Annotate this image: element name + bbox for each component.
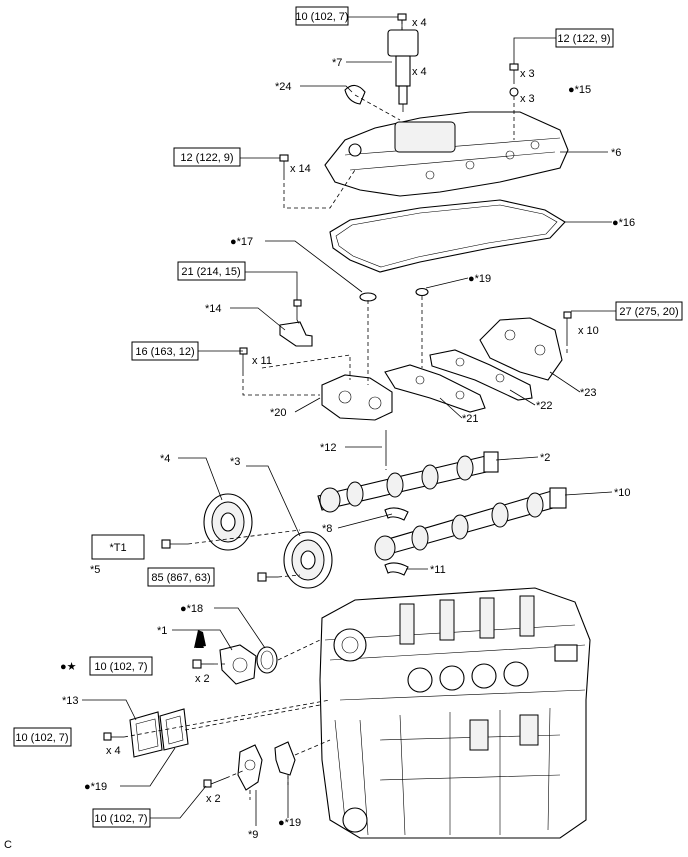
callout-star: ●★ — [60, 661, 77, 673]
callout-8: *8 — [322, 523, 332, 535]
torque-spec-bottom: 10 (102, 7) — [92, 808, 151, 828]
cover-bolt-right — [509, 63, 519, 97]
qty-top: x 4 — [412, 17, 427, 29]
callout-21: *21 — [462, 413, 479, 425]
torque-spec-gear: 85 (867, 63) — [147, 567, 215, 587]
sensor-gasket-19 — [274, 741, 296, 776]
qty-coil: x 4 — [412, 66, 427, 78]
torque-spec-cover-left: 12 (122, 9) — [173, 147, 241, 167]
gear-bolt — [257, 572, 278, 582]
qty-cap-left: x 11 — [252, 355, 272, 367]
callout-4: *4 — [160, 453, 170, 465]
qty-valve-bolt: x 2 — [195, 673, 210, 685]
camshaft-bearing-cap-23 — [479, 317, 563, 381]
leader-lines — [82, 16, 616, 826]
cover-gasket-inner — [335, 204, 558, 268]
callout-18: ●*18 — [180, 603, 203, 615]
cover-plate-13 — [129, 711, 163, 758]
sensor-9 — [237, 744, 263, 791]
callout-17: ●*17 — [230, 236, 253, 248]
callout-15: ●*15 — [568, 84, 591, 96]
camshaft-2 — [317, 451, 499, 513]
cam-timing-gear-4 — [203, 493, 253, 551]
callout-23: *23 — [580, 387, 597, 399]
o-ring-18 — [256, 646, 278, 674]
callout-19-bottom: ●*19 — [278, 817, 301, 829]
camshaft-cap-22 — [429, 349, 533, 401]
torque-spec-cam-cap-left: 16 (163, 12) — [131, 341, 199, 361]
torque-spec-valve: 10 (102, 7) — [89, 656, 153, 676]
svg-text:*T1: *T1 — [109, 542, 126, 554]
svg-text:27 (275, 20): 27 (275, 20) — [619, 306, 678, 318]
callout-19-plate: ●*19 — [84, 781, 107, 793]
gear-bolt-tool — [161, 539, 188, 549]
oil-control-valve — [219, 644, 257, 685]
sensor-bolt — [203, 777, 227, 788]
svg-text:12 (122, 9): 12 (122, 9) — [557, 33, 610, 45]
camshaft-bearing-8 — [384, 507, 409, 521]
wire-bracket — [279, 321, 313, 347]
callout-13: *13 — [62, 695, 79, 707]
camshaft-10 — [374, 487, 567, 561]
qty-bottom-bolt: x 2 — [206, 793, 221, 805]
callout-12: *12 — [320, 442, 337, 454]
callout-3: *3 — [230, 456, 240, 468]
svg-text:10 (102, 7): 10 (102, 7) — [94, 661, 147, 673]
svg-text:85 (867, 63): 85 (867, 63) — [151, 572, 210, 584]
plate-bolt — [103, 732, 124, 741]
callout-10: *10 — [614, 487, 631, 499]
svg-text:10 (102, 7): 10 (102, 7) — [15, 732, 68, 744]
valve-bolt — [192, 659, 214, 669]
camshaft-housing-20 — [321, 374, 393, 421]
qty-cover-right: x 3 — [520, 68, 535, 80]
cylinder-block — [319, 587, 591, 839]
cam-cap-bolt-left — [239, 347, 248, 372]
callout-2: *2 — [540, 452, 550, 464]
qty-plate-bolt: x 4 — [106, 745, 121, 757]
svg-text:16 (163, 12): 16 (163, 12) — [135, 346, 194, 358]
plate-gasket-19 — [159, 708, 189, 751]
camshaft-cap-21 — [384, 364, 486, 413]
corner-letter: C — [4, 839, 12, 851]
callout-22: *22 — [536, 400, 553, 412]
plug-seal-17 — [359, 292, 377, 302]
bracket-bolt — [293, 299, 302, 320]
callout-9: *9 — [248, 829, 258, 841]
callout-14: *14 — [205, 303, 222, 315]
cover-gasket — [329, 199, 566, 273]
qty-seal-right: x 3 — [520, 93, 535, 105]
plug-seal-19 — [415, 287, 429, 297]
cam-timing-gear-3 — [283, 531, 333, 589]
svg-text:10 (102, 7): 10 (102, 7) — [94, 813, 147, 825]
assembly-lines — [123, 20, 568, 800]
callout-16: ●*16 — [612, 217, 635, 229]
svg-text:12 (122, 9): 12 (122, 9) — [180, 152, 233, 164]
callout-24: *24 — [275, 81, 292, 93]
torque-spec-bracket: 21 (214, 15) — [177, 261, 246, 281]
callout-11: *11 — [430, 564, 446, 576]
torque-spec-top: 10 (102, 7) — [295, 6, 349, 26]
ignition-coil — [387, 29, 419, 112]
svg-text:10 (102, 7): 10 (102, 7) — [295, 11, 348, 23]
qty-cap-right: x 10 — [578, 325, 599, 337]
special-tool-box: *T1 — [91, 534, 145, 560]
camshaft-bearing-11 — [384, 562, 409, 576]
callout-5: *5 — [90, 564, 100, 576]
svg-text:21 (214, 15): 21 (214, 15) — [181, 266, 240, 278]
cam-cap-bolt-right — [563, 311, 572, 342]
cylinder-head-cover — [324, 111, 569, 197]
cover-bolt-left — [279, 154, 289, 176]
callout-7: *7 — [332, 57, 342, 69]
torque-spec-cover-right: 12 (122, 9) — [555, 28, 614, 48]
direction-arrow — [194, 630, 206, 648]
torque-spec-cam-cap-right: 27 (275, 20) — [615, 301, 683, 321]
qty-cover-left: x 14 — [290, 163, 311, 175]
callout-6: *6 — [611, 147, 621, 159]
callout-20: *20 — [270, 407, 287, 419]
callout-19-top: ●*19 — [468, 273, 491, 285]
callout-1: *1 — [157, 625, 167, 637]
torque-spec-plate: 10 (102, 7) — [13, 727, 72, 747]
